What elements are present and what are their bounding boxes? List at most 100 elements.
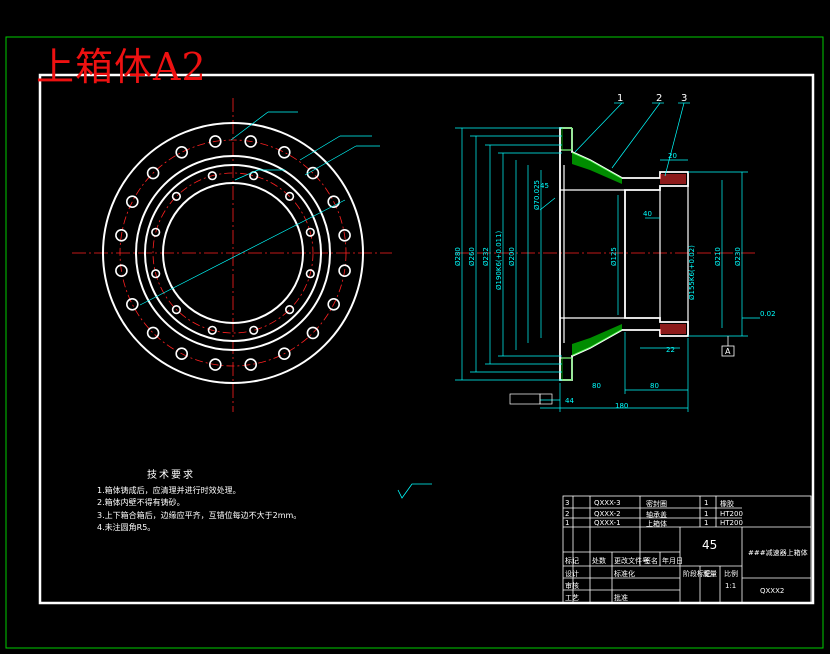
tech-requirement-item: 1.箱体铸成后，应清理并进行时效处理。 <box>97 485 241 495</box>
svg-text:Ø200: Ø200 <box>508 247 516 266</box>
tech-requirements: 技术要求 1.箱体铸成后，应清理并进行时效处理。 2.箱体内壁不得有铸砂。 3.… <box>97 470 301 535</box>
role-label: 设计 <box>565 570 579 578</box>
bolt-hole <box>146 326 160 340</box>
part-code: QXXX-1 <box>594 519 621 527</box>
svg-text:180: 180 <box>615 402 628 410</box>
bolt-hole <box>277 146 291 159</box>
bolt-hole <box>244 135 257 148</box>
bolt-hole <box>171 191 181 201</box>
part-no: 2 <box>565 510 570 518</box>
svg-text:80: 80 <box>650 382 659 390</box>
part-material: HT200 <box>720 510 743 518</box>
balloon-1: 1 <box>617 93 623 104</box>
part-name: 轴承盖 <box>646 511 667 519</box>
part-qty: 1 <box>704 499 709 507</box>
bolt-hole <box>151 227 161 237</box>
svg-text:Ø280: Ø280 <box>454 247 462 266</box>
bolt-hole <box>126 195 139 208</box>
part-material: 橡胶 <box>720 500 734 508</box>
bolt-hole <box>249 325 259 335</box>
outer-bolt-holes <box>115 135 351 371</box>
bolt-hole <box>305 269 315 279</box>
svg-text:40: 40 <box>643 210 652 218</box>
svg-text:Ø70.025: Ø70.025 <box>533 180 541 210</box>
part-no: 1 <box>565 519 570 527</box>
front-view <box>72 98 392 412</box>
svg-text:45: 45 <box>540 182 549 190</box>
role-label: 工艺 <box>565 594 579 602</box>
svg-text:Ø210: Ø210 <box>714 247 722 266</box>
balloon-3: 3 <box>681 93 687 104</box>
svg-text:Ø230: Ø230 <box>734 247 742 266</box>
bolt-hole <box>207 171 217 181</box>
stage-label: 阶段标记 <box>683 570 711 578</box>
roughness-symbol <box>397 483 432 499</box>
svg-text:Ø190K6(+0.011): Ø190K6(+0.011) <box>495 230 503 290</box>
bolt-hole <box>338 229 351 242</box>
bolt-hole <box>115 229 128 242</box>
tech-requirement-item: 3.上下箱合箱后，边缘应平齐，互错位每边不大于2mm。 <box>97 510 302 520</box>
part-no: 3 <box>565 499 570 507</box>
part-code: QXXX-3 <box>594 499 621 507</box>
bolt-hole <box>305 227 315 237</box>
bolt-hole <box>327 297 341 311</box>
bolt-hole <box>207 325 217 335</box>
svg-text:22: 22 <box>666 346 675 354</box>
tech-requirements-heading: 技术要求 <box>147 470 195 481</box>
bolt-hole <box>151 269 161 279</box>
header-label: 处数 <box>592 557 606 565</box>
part-name: 上箱体 <box>646 520 667 528</box>
svg-text:Ø155K6(+0.02): Ø155K6(+0.02) <box>688 245 696 300</box>
part-name: 密封圈 <box>646 500 667 508</box>
bolt-hole <box>175 146 188 159</box>
bolt-hole <box>285 305 295 315</box>
bolt-hole <box>146 166 160 180</box>
part-qty: 1 <box>704 519 709 527</box>
bolt-hole <box>338 264 351 278</box>
scale-value: 1:1 <box>725 582 737 590</box>
material-value: 45 <box>702 538 718 552</box>
role-label: 审核 <box>565 582 579 590</box>
title-block <box>562 495 812 604</box>
svg-text:Ø260: Ø260 <box>468 247 476 266</box>
header-label: 标记 <box>565 557 579 565</box>
role-label: 批准 <box>614 594 628 602</box>
bolt-hole <box>115 264 128 278</box>
bolt-hole <box>244 358 257 371</box>
bolt-hole <box>209 358 222 371</box>
balloon-2: 2 <box>656 93 662 104</box>
bolt-hole <box>327 195 341 208</box>
part-qty: 1 <box>704 510 709 518</box>
bolt-hole <box>306 166 320 180</box>
header-label: 年月日 <box>662 557 683 565</box>
part-material: HT200 <box>720 519 743 527</box>
stage-label: 重量 <box>703 570 717 578</box>
bolt-hole <box>175 347 188 361</box>
datum-label: A <box>725 347 731 356</box>
outer-frame <box>5 36 824 649</box>
tech-requirement-item: 4.未注圆角R5。 <box>97 523 156 532</box>
role-label: 标准化 <box>614 570 635 578</box>
section-view: Ø280 Ø260 Ø232 Ø190K6(+0.011) Ø200 Ø70.0… <box>454 93 776 412</box>
bolt-hole <box>171 305 181 315</box>
drawing-code-value: QXXX2 <box>760 587 785 595</box>
header-label: 签名 <box>644 557 658 565</box>
inner-border <box>38 73 815 605</box>
bolt-hole <box>306 326 320 340</box>
bolt-hole <box>277 347 291 361</box>
header-label: 更改文件号 <box>614 557 649 565</box>
bolt-hole <box>285 191 295 201</box>
svg-text:44: 44 <box>565 397 574 405</box>
svg-text:0.02: 0.02 <box>760 310 776 318</box>
part-code: QXXX-2 <box>594 510 621 518</box>
drawing-title: 上箱体A2 <box>36 45 207 89</box>
stage-label: 比例 <box>724 570 738 578</box>
svg-text:Ø232: Ø232 <box>482 247 490 266</box>
part-title-value: ###减速器上箱体 <box>748 549 808 557</box>
bolt-hole <box>209 135 222 148</box>
bolt-hole <box>126 297 139 311</box>
svg-text:20: 20 <box>668 152 677 160</box>
svg-text:Ø125: Ø125 <box>610 247 618 266</box>
svg-text:80: 80 <box>592 382 601 390</box>
